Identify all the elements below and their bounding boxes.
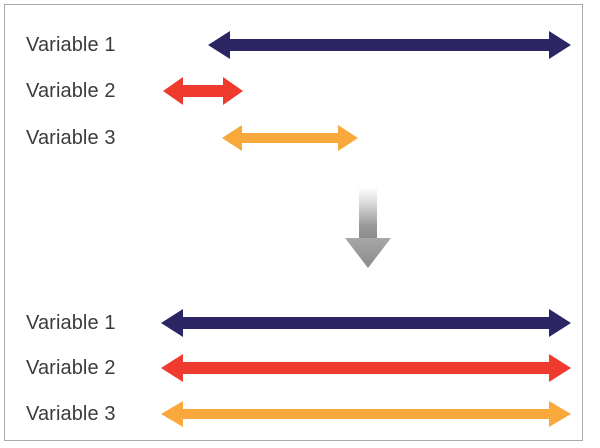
arrow-shape-orange-top [222,125,358,151]
bottom-arrow-variable-2 [161,354,571,382]
arrow-head [345,238,391,268]
arrow-shape-navy-top [208,31,571,59]
bottom-label-variable-2: Variable 2 [26,357,116,379]
top-arrow-variable-3 [222,125,358,151]
diagram-frame: Variable 1 Variable 2 Variable 3 [4,4,583,441]
arrow-shaft [359,187,377,240]
top-label-variable-3: Variable 3 [26,127,116,149]
arrow-shape-navy-bottom [161,309,571,337]
top-label-variable-2: Variable 2 [26,80,116,102]
top-label-variable-1: Variable 1 [26,34,116,56]
bottom-arrow-variable-1 [161,309,571,337]
top-arrow-variable-1 [208,31,571,59]
bottom-label-variable-1: Variable 1 [26,312,116,334]
arrow-shape-red-bottom [161,354,571,382]
arrow-shape-red-top [163,77,243,105]
bottom-arrow-variable-3 [161,401,571,427]
arrow-shape-orange-bottom [161,401,571,427]
bottom-label-variable-3: Variable 3 [26,403,116,425]
downward-gradient-arrow [345,187,391,268]
top-arrow-variable-2 [163,77,243,105]
